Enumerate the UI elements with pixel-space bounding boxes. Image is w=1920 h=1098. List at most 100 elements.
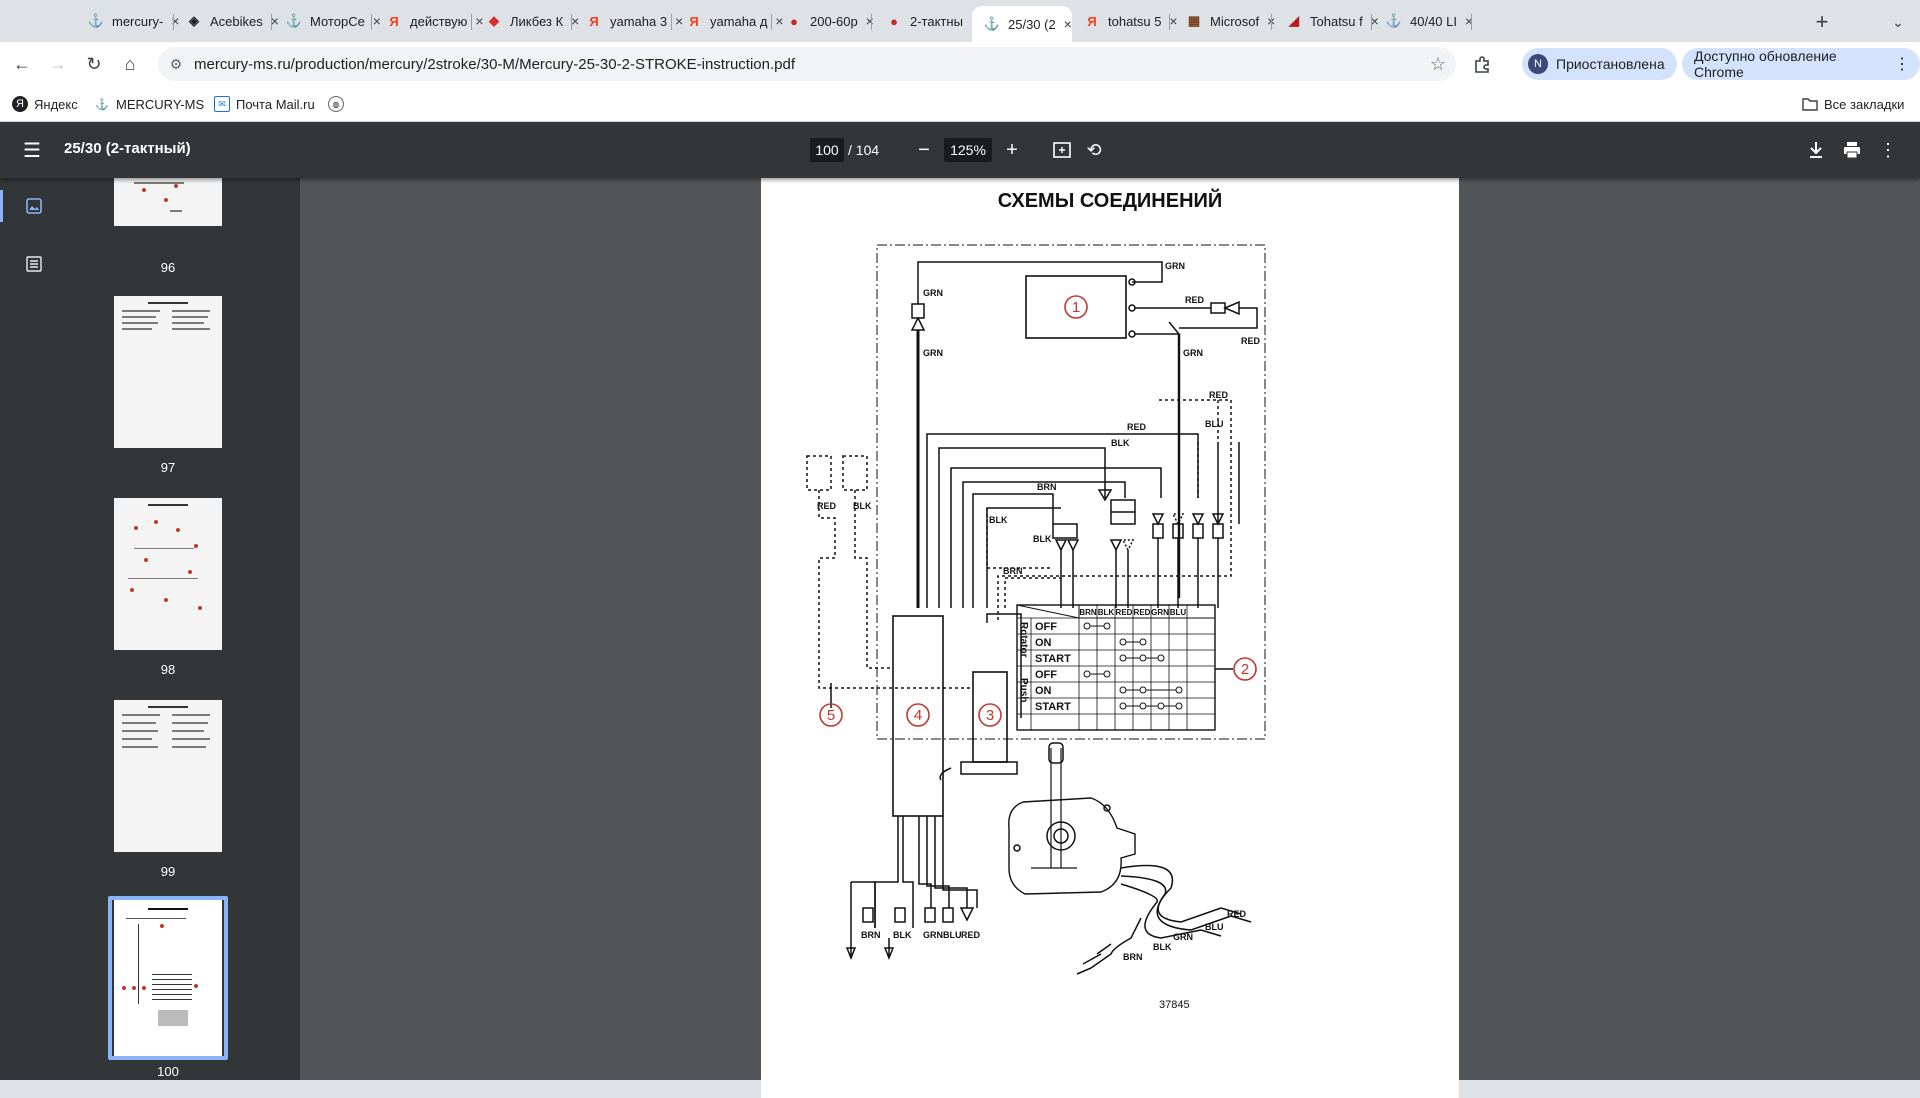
more-vert-icon[interactable]: ⋮ <box>1879 139 1897 160</box>
extensions-icon[interactable] <box>1466 48 1498 80</box>
tab[interactable]: ●200-60р× <box>774 6 874 36</box>
address-bar[interactable]: ⚙ mercury-ms.ru/production/mercury/2stro… <box>158 47 1456 81</box>
site-info-icon[interactable]: ⚙ <box>169 55 183 72</box>
tab-title: Microsof <box>1210 13 1260 29</box>
globe-icon[interactable]: ◍ <box>328 94 350 114</box>
rotate-icon[interactable]: ⟲ <box>1086 139 1102 160</box>
table-row-label: OFF <box>1035 669 1057 681</box>
all-bookmarks-label: Все закладки <box>1824 96 1905 112</box>
profile-button[interactable]: N Приостановлена <box>1522 48 1677 80</box>
wire-label: RED <box>1185 295 1205 305</box>
thumbnail-label: 99 <box>160 864 176 879</box>
yandex-icon: Я <box>389 13 399 29</box>
thumbnail-page-99[interactable] <box>114 700 222 852</box>
zoom-in-button[interactable]: + <box>1006 138 1018 161</box>
callout-3: 3 <box>986 707 994 724</box>
forward-button[interactable]: → <box>49 53 67 74</box>
close-icon[interactable]: × <box>1370 13 1379 29</box>
tab-title: yamaha 3 <box>610 13 668 29</box>
download-icon[interactable] <box>1802 136 1830 164</box>
table-col-header: RED <box>1134 608 1151 617</box>
bookmarks-bar: Я Яндекс ⚓ MERCURY-MS ✉ Почта Mail.ru ◍ … <box>0 86 1920 122</box>
close-icon[interactable]: × <box>475 13 484 29</box>
tab[interactable]: ▦Microsof× <box>1174 6 1275 36</box>
wire-label: BLK <box>1111 438 1130 448</box>
pdf-canvas[interactable]: СХЕМЫ СОЕДИНЕНИЙ <box>300 178 1920 1098</box>
zoom-out-button[interactable]: − <box>918 138 930 161</box>
thumbnails-icon[interactable] <box>0 186 54 226</box>
wire-label: RED <box>1209 390 1229 400</box>
reload-button[interactable]: ↻ <box>86 53 102 74</box>
wire-label: BLU <box>943 930 962 940</box>
thumbnail-page-100[interactable] <box>114 900 222 1056</box>
pdf-title: 25/30 (2-тактный) <box>64 140 191 157</box>
menu-icon[interactable]: ☰ <box>23 139 41 162</box>
tab[interactable]: ●2-тактны× <box>874 6 979 36</box>
table-col-header: BRN <box>1079 608 1097 617</box>
tab-title: Acebikes <box>210 13 263 29</box>
table-col-header: RED <box>1116 608 1133 617</box>
tab[interactable]: ◆Ликбез К× <box>474 6 579 36</box>
bookmark-yandex[interactable]: Я Яндекс <box>12 94 78 114</box>
propeller-icon: ⚓ <box>983 16 1001 31</box>
page-number-input[interactable]: 100 <box>810 138 844 162</box>
table-col-header: GRN <box>1151 608 1169 617</box>
fit-to-page-icon[interactable] <box>1048 136 1076 164</box>
tab-title: 40/40 LI <box>1410 13 1457 29</box>
close-icon[interactable]: × <box>775 13 784 29</box>
tab[interactable]: ⚓ 40/40 LI × <box>1374 6 1473 36</box>
tab[interactable]: ⚓МоторСе× <box>274 6 381 36</box>
new-tab-button[interactable]: + <box>1815 9 1829 34</box>
close-icon[interactable]: × <box>865 13 874 29</box>
propeller-icon: ⚓ <box>1385 13 1403 28</box>
back-button[interactable]: ← <box>13 53 31 74</box>
tab[interactable]: ◢Tohatsu f× <box>1274 6 1379 36</box>
tab-search-chevron-icon[interactable]: ⌄ <box>1892 13 1904 30</box>
document-outline-icon[interactable] <box>14 244 54 284</box>
tab[interactable]: ◈Acebikes× <box>174 6 279 36</box>
tab[interactable]: ⚓ mercury- × <box>76 6 179 36</box>
bookmark-mercury-ms[interactable]: ⚓ MERCURY-MS <box>94 94 204 114</box>
chrome-update-button[interactable]: Доступно обновление Chrome ⋮ <box>1682 48 1920 80</box>
thumbnail-page-98[interactable] <box>114 498 222 650</box>
print-icon[interactable] <box>1838 136 1866 164</box>
wire-label: RED <box>1227 909 1247 919</box>
wire-label: BLK <box>989 515 1008 525</box>
tab-title: 2-тактны <box>910 13 963 29</box>
close-icon[interactable]: × <box>571 13 580 29</box>
update-label: Доступно обновление Chrome <box>1694 48 1837 80</box>
tab-title: mercury- <box>112 13 164 29</box>
wire-label: BRN <box>1123 952 1143 962</box>
close-icon[interactable]: × <box>1169 13 1178 29</box>
propeller-icon: ⚓ <box>285 13 303 28</box>
profile-status: Приостановлена <box>1556 56 1665 72</box>
close-icon[interactable]: × <box>270 13 279 29</box>
mail-icon: ✉ <box>214 96 230 112</box>
all-bookmarks-button[interactable]: Все закладки <box>1802 94 1904 114</box>
thumbnail-label: 100 <box>157 1064 179 1079</box>
thumbnail-page-97[interactable] <box>114 296 222 448</box>
table-row-label: START <box>1035 653 1071 665</box>
tab[interactable]: ⚓25/30 (2× <box>972 6 1072 42</box>
folder-icon <box>1802 96 1818 112</box>
bookmark-star-icon[interactable]: ☆ <box>1429 53 1447 74</box>
close-icon[interactable]: × <box>675 13 684 29</box>
close-icon[interactable]: × <box>1464 13 1474 29</box>
propeller-icon: ⚓ <box>87 13 105 28</box>
browser-toolbar: ← → ↻ ⌂ ⚙ mercury-ms.ru/production/mercu… <box>0 42 1920 86</box>
url-text[interactable]: mercury-ms.ru/production/mercury/2stroke… <box>194 55 796 73</box>
close-icon[interactable]: × <box>171 13 180 29</box>
close-icon[interactable]: × <box>372 13 381 29</box>
home-button[interactable]: ⌂ <box>124 53 136 74</box>
thumbnail-sidebar[interactable]: 96 97 98 99 100 <box>0 158 300 1080</box>
bookmark-label: Яндекс <box>34 96 78 112</box>
bookmark-label: MERCURY-MS <box>116 96 205 112</box>
zoom-input[interactable]: 125% <box>944 138 992 162</box>
wire-label: BLK <box>853 501 872 511</box>
bookmark-mail[interactable]: ✉ Почта Mail.ru <box>214 94 315 114</box>
close-icon[interactable]: × <box>1063 16 1072 32</box>
